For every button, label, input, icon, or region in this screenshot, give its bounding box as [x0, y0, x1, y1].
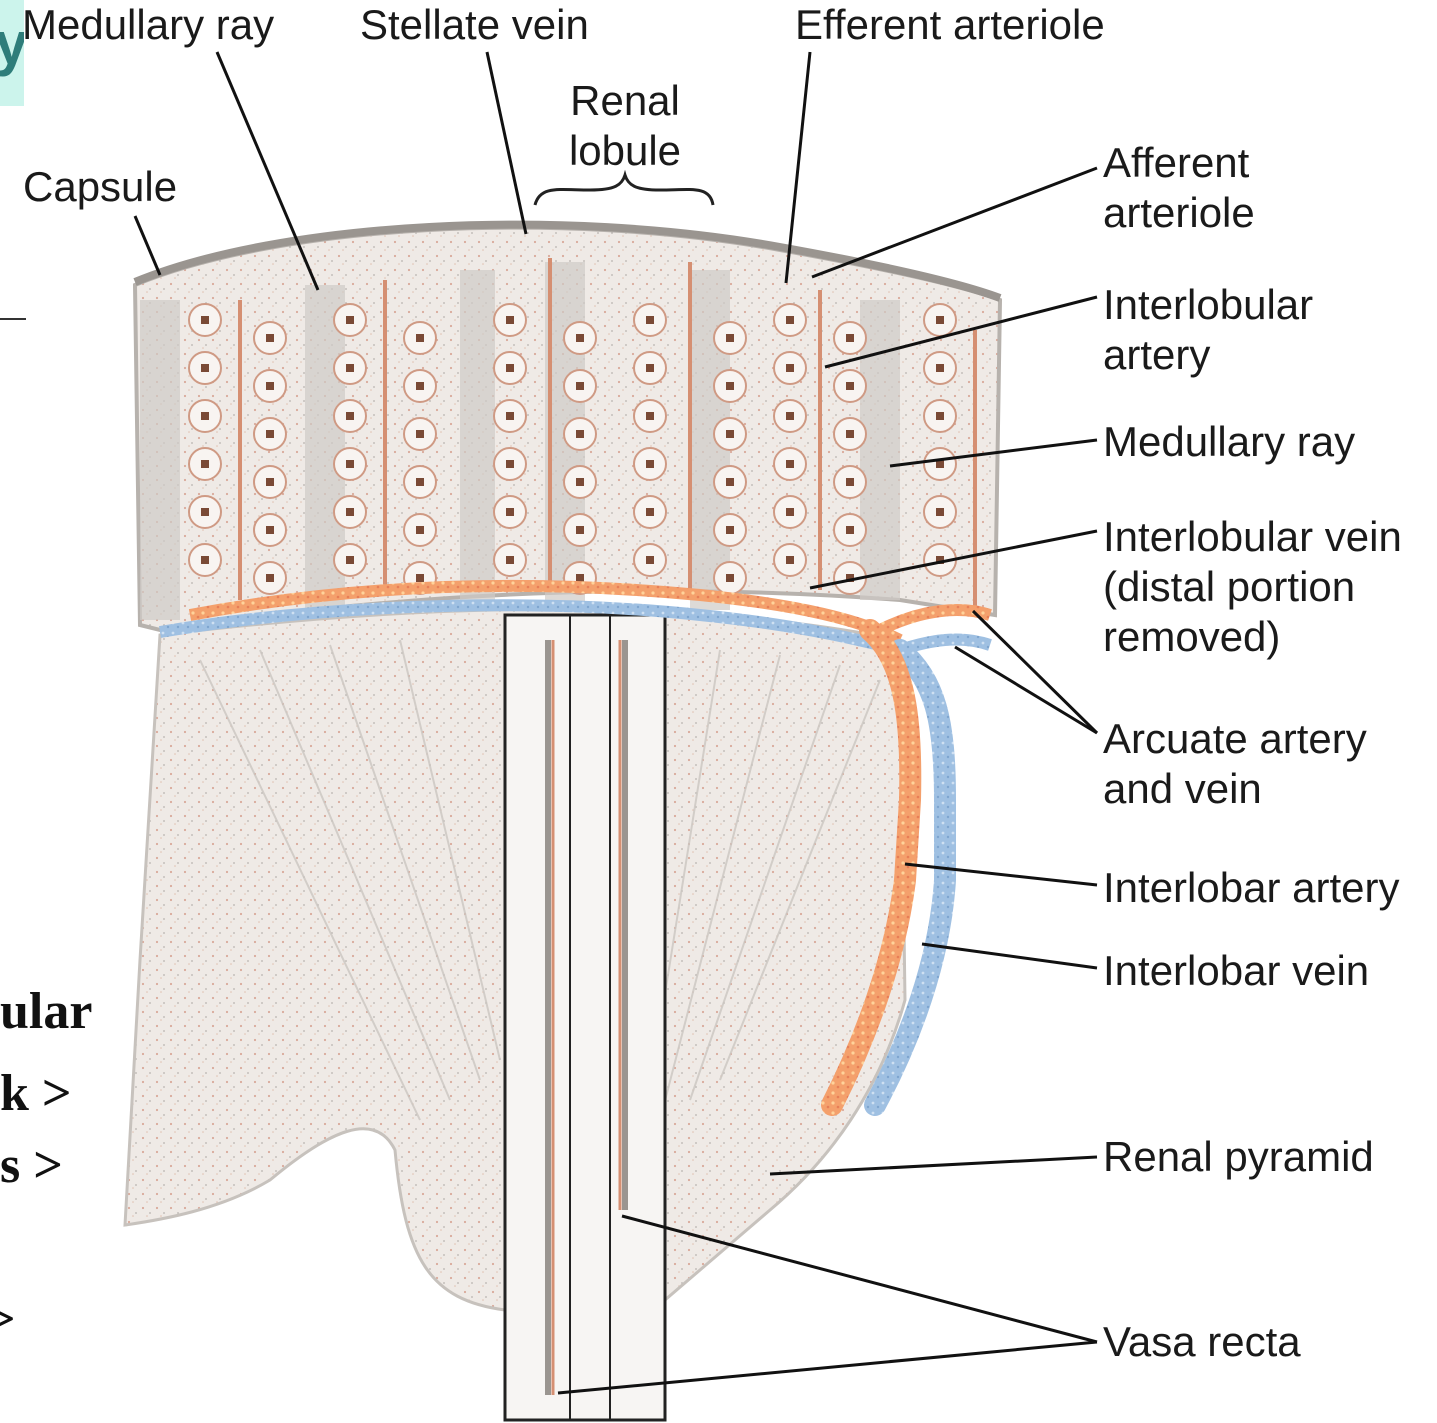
glomerulus-core [936, 316, 944, 324]
glomerulus-core [346, 412, 354, 420]
glomerulus-core [936, 508, 944, 516]
glomerulus-core [576, 334, 584, 342]
glomerulus-core [786, 364, 794, 372]
glomerulus-core [846, 526, 854, 534]
glomerulus-core [646, 412, 654, 420]
glomerulus-core [846, 382, 854, 390]
label-interlobular-artery: Interlobular artery [1103, 280, 1313, 380]
slide-text-line-3: s > [0, 1136, 63, 1196]
glomerulus-core [936, 364, 944, 372]
glomerulus-core [201, 364, 209, 372]
glomerulus-core [646, 316, 654, 324]
label-interlobular-vein: Interlobular vein (distal portion remove… [1103, 512, 1402, 662]
label-stellate-vein: Stellate vein [360, 0, 589, 50]
label-efferent-arteriole: Efferent arteriole [795, 0, 1105, 50]
glomerulus-core [726, 334, 734, 342]
glomerulus-core [201, 412, 209, 420]
slide-text-line-1: ular [0, 982, 92, 1042]
slide-title-edge-text: y [0, 14, 24, 74]
glomerulus-core [506, 316, 514, 324]
label-arcuate-artery-vein: Arcuate artery and vein [1103, 714, 1367, 814]
slide-rule-fragment [0, 318, 26, 320]
glomerulus-core [266, 382, 274, 390]
glomerulus-core [416, 334, 424, 342]
glomerulus-core [726, 478, 734, 486]
glomerulus-core [416, 382, 424, 390]
slide-text-line-4: > [0, 1290, 16, 1350]
glomerulus-core [646, 508, 654, 516]
glomerulus-core [346, 316, 354, 324]
glomerulus-core [201, 460, 209, 468]
glomerulus-core [416, 574, 424, 582]
glomerulus-core [346, 364, 354, 372]
label-renal-lobule: Renal lobule [545, 76, 705, 176]
glomerulus-core [846, 334, 854, 342]
glomerulus-core [846, 430, 854, 438]
slide-title-fragment: y [0, 0, 24, 106]
glomerulus-core [576, 478, 584, 486]
glomerulus-core [576, 382, 584, 390]
renal-lobule-brace [535, 175, 713, 205]
label-medullary-ray-right: Medullary ray [1103, 417, 1355, 467]
glomerulus-core [576, 574, 584, 582]
glomerulus-core [786, 412, 794, 420]
label-medullary-ray-top: Medullary ray [22, 0, 274, 50]
glomerulus-core [416, 478, 424, 486]
glomerulus-core [266, 574, 274, 582]
glomerulus-core [646, 364, 654, 372]
glomerulus-core [201, 316, 209, 324]
glomerulus-core [646, 556, 654, 564]
glomerulus-core [266, 430, 274, 438]
label-capsule: Capsule [23, 162, 177, 212]
glomerulus-core [506, 508, 514, 516]
label-renal-pyramid: Renal pyramid [1103, 1132, 1374, 1182]
glomerulus-core [346, 460, 354, 468]
glomerulus-core [576, 526, 584, 534]
glomerulus-core [786, 460, 794, 468]
glomerulus-core [726, 382, 734, 390]
glomerulus-core [846, 478, 854, 486]
glomerulus-core [726, 430, 734, 438]
glomerulus-core [346, 556, 354, 564]
glomerulus-core [506, 460, 514, 468]
label-vasa-recta: Vasa recta [1103, 1317, 1301, 1367]
label-interlobar-vein: Interlobar vein [1103, 946, 1369, 996]
vasa-recta-panel [505, 615, 665, 1420]
glomerulus-core [726, 574, 734, 582]
slide-text-line-2: k > [0, 1064, 72, 1124]
glomerulus-core [266, 478, 274, 486]
glomerulus-core [506, 412, 514, 420]
glomerulus-core [416, 430, 424, 438]
glomerulus-core [266, 526, 274, 534]
glomerulus-core [266, 334, 274, 342]
label-afferent-arteriole: Afferent arteriole [1103, 138, 1255, 238]
glomerulus-core [201, 508, 209, 516]
glomerulus-core [936, 412, 944, 420]
glomerulus-core [201, 556, 209, 564]
glomerulus-core [416, 526, 424, 534]
glomerulus-core [786, 508, 794, 516]
glomerulus-core [726, 526, 734, 534]
glomerulus-core [506, 556, 514, 564]
glomerulus-core [506, 364, 514, 372]
glomerulus-core [786, 556, 794, 564]
glomerulus-core [646, 460, 654, 468]
label-interlobar-artery: Interlobar artery [1103, 863, 1399, 913]
glomerulus-core [346, 508, 354, 516]
glomerulus-core [786, 316, 794, 324]
glomerulus-core [576, 430, 584, 438]
